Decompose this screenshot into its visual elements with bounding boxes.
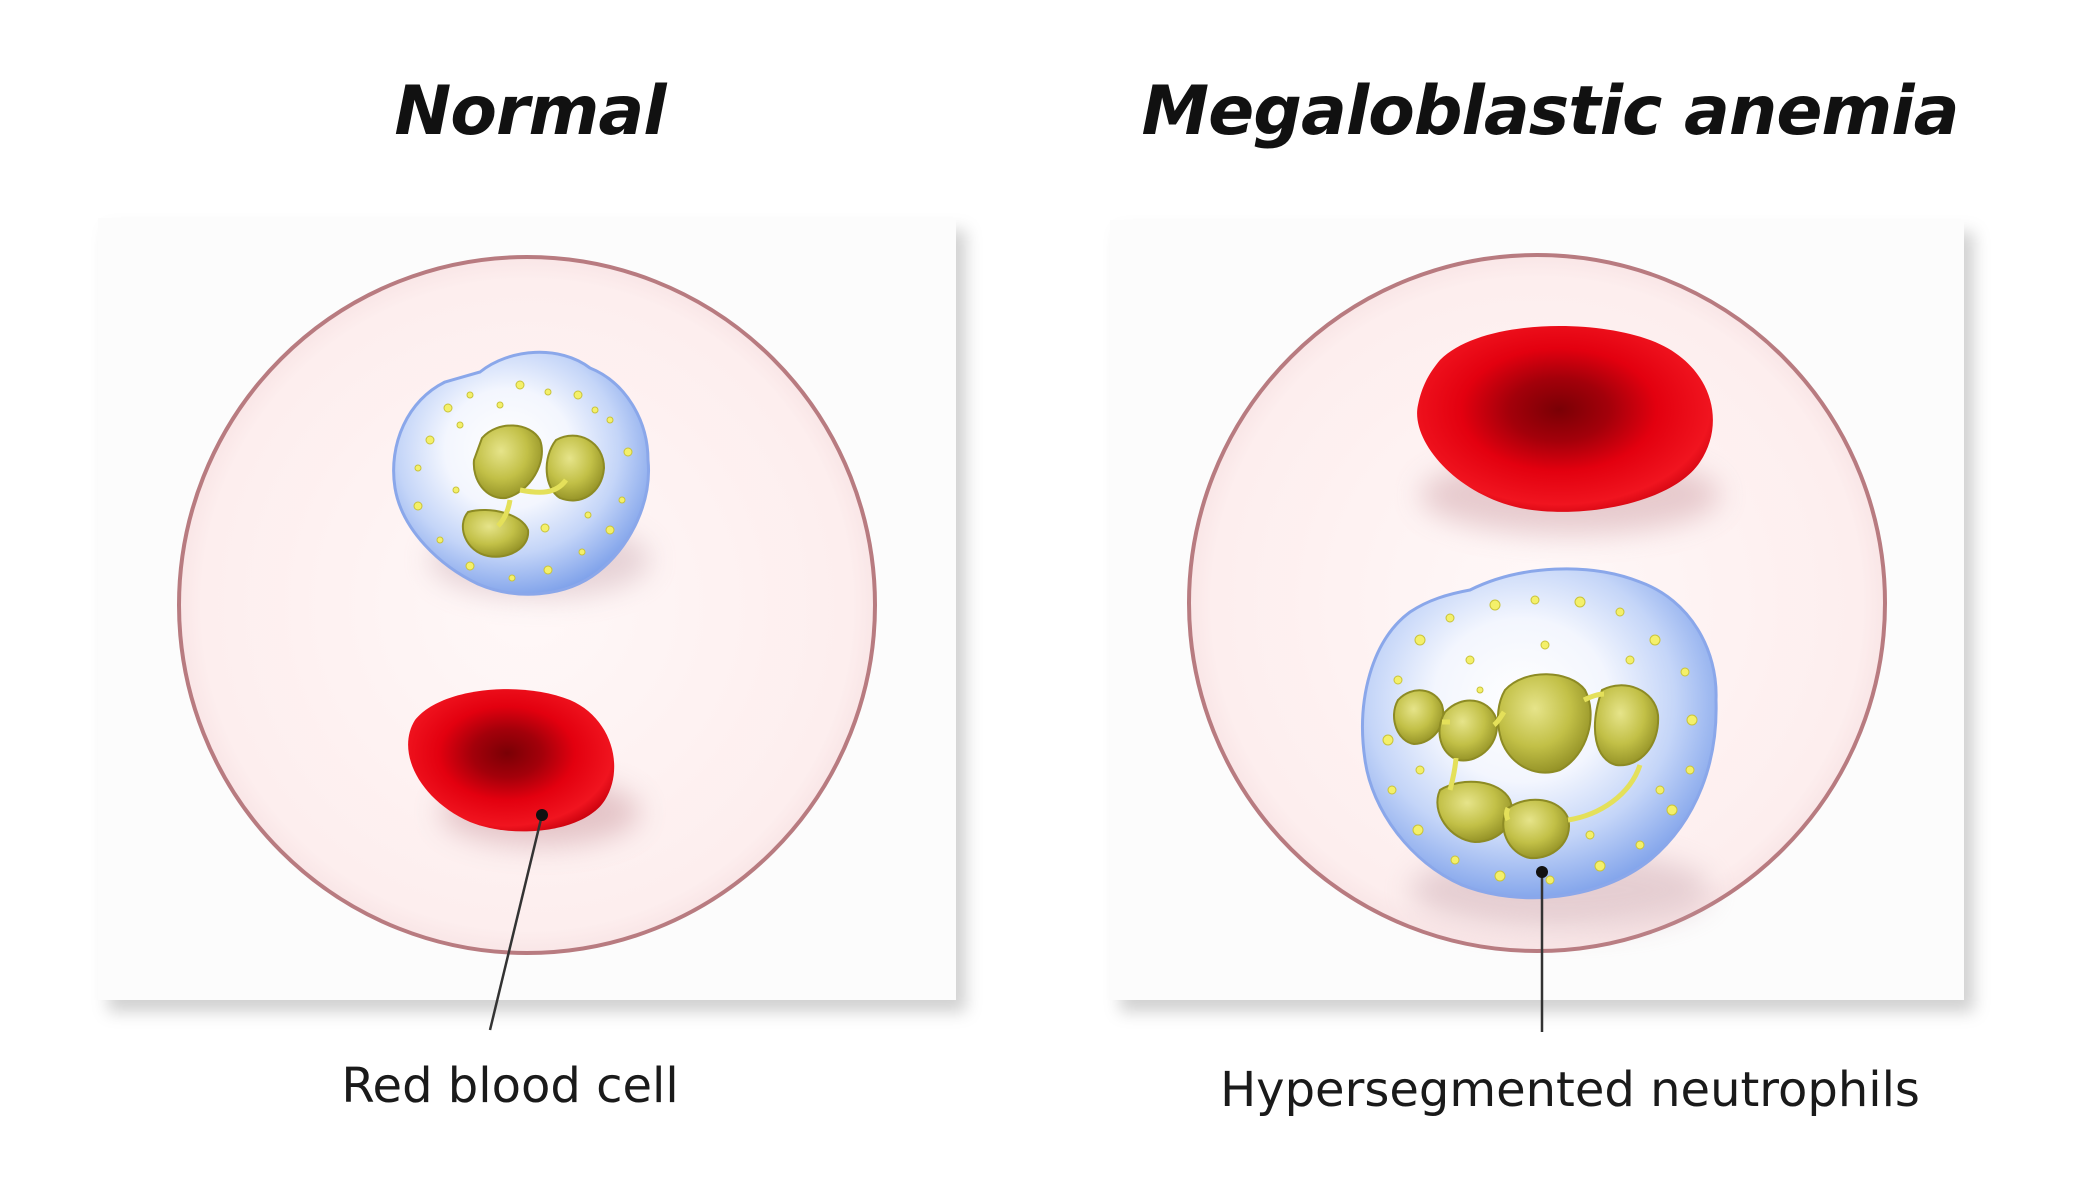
neutrophils-pointer bbox=[1536, 866, 1548, 1032]
megaloblastic-panel bbox=[1110, 220, 1964, 1000]
normal-panel-title: Normal bbox=[394, 72, 666, 151]
normal-smear-circle bbox=[177, 255, 877, 955]
normal-panel bbox=[98, 218, 956, 1000]
megaloblastic-panel-title: Megaloblastic anemia bbox=[1141, 72, 1960, 151]
red-blood-cell-pointer bbox=[488, 809, 548, 1031]
hypersegmented-neutrophils-label: Hypersegmented neutrophils bbox=[1220, 1062, 1920, 1118]
normal-neutrophil bbox=[392, 350, 651, 598]
megaloblastic-red-blood-cell bbox=[1417, 326, 1720, 535]
red-blood-cell-label: Red blood cell bbox=[341, 1058, 679, 1114]
hypersegmented-neutrophil bbox=[1361, 567, 1718, 930]
